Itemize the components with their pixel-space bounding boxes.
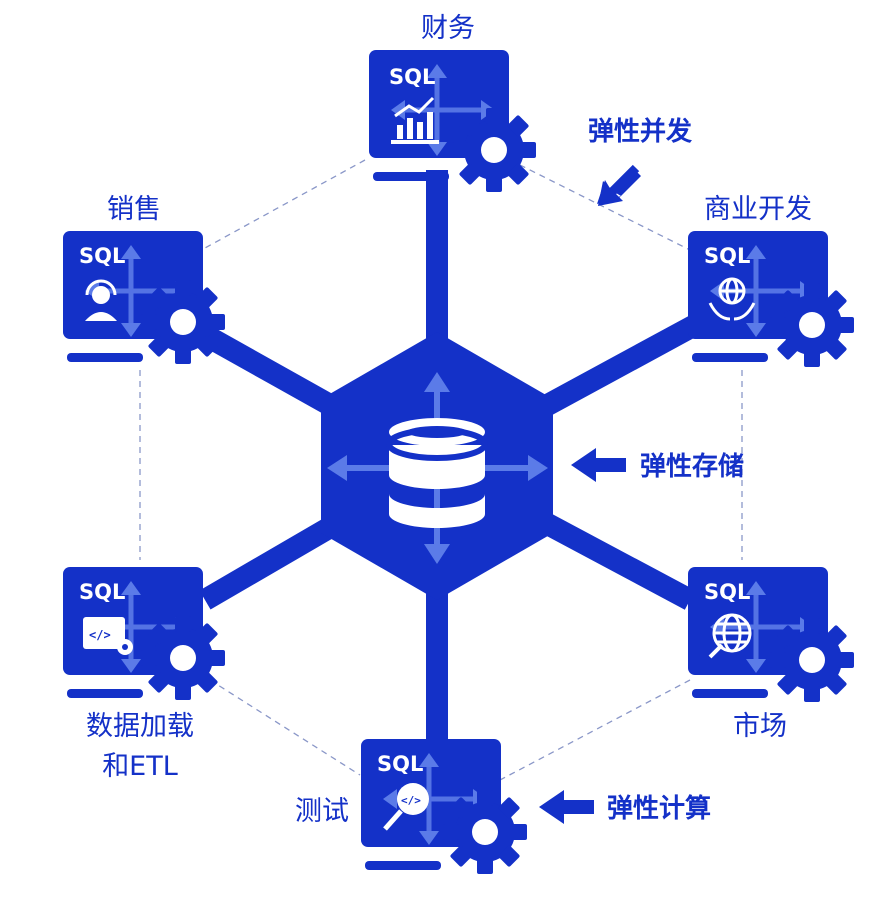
arrow-down-left-icon-body	[598, 164, 640, 206]
code-search-icon: </>	[383, 783, 429, 831]
gear-icon	[141, 280, 225, 364]
sql-label: SQL	[79, 244, 125, 268]
node-market: SQL	[688, 567, 828, 698]
svg-text:</>: </>	[401, 794, 421, 807]
globe-hands-icon	[708, 277, 756, 321]
node-bizdev: SQL	[688, 231, 828, 362]
globe-arrow-icon	[708, 613, 752, 659]
node-label-sales: 销售	[107, 194, 161, 225]
bar-chart-icon	[391, 96, 439, 144]
gear-icon	[452, 108, 536, 192]
node-label-bizdev: 商业开发	[704, 194, 812, 225]
code-gear-icon: </>	[83, 617, 133, 655]
sql-label: SQL	[377, 752, 423, 776]
node-test: SQL </>	[361, 739, 501, 870]
node-label-etl-line2: 和ETL	[102, 751, 178, 782]
sql-label: SQL	[389, 65, 435, 89]
gear-icon	[770, 618, 854, 702]
gear-icon	[141, 616, 225, 700]
annotation-elastic-storage: 弹性存储	[640, 451, 744, 482]
svg-text:</>: </>	[89, 628, 111, 642]
node-etl: SQL </>	[63, 567, 203, 698]
node-label-market: 市场	[733, 711, 787, 742]
node-label-test: 测试	[295, 796, 349, 827]
sql-label: SQL	[704, 580, 750, 604]
node-sales: SQL	[63, 231, 203, 362]
sql-label: SQL	[704, 244, 750, 268]
database-icon	[386, 418, 488, 528]
arrow-left-icon	[571, 448, 626, 482]
headset-person-icon	[85, 279, 117, 321]
gear-icon	[443, 790, 527, 874]
node-label-finance: 财务	[421, 13, 475, 44]
node-label-etl-line1: 数据加载	[86, 711, 194, 742]
annotation-elastic-compute: 弹性计算	[607, 793, 711, 824]
central-storage-hub	[321, 332, 553, 600]
sql-label: SQL	[79, 580, 125, 604]
gear-icon	[770, 283, 854, 367]
arrow-left-icon	[539, 790, 594, 824]
node-finance: SQL	[369, 50, 509, 181]
annotation-elastic-concurrency: 弹性并发	[588, 116, 692, 147]
